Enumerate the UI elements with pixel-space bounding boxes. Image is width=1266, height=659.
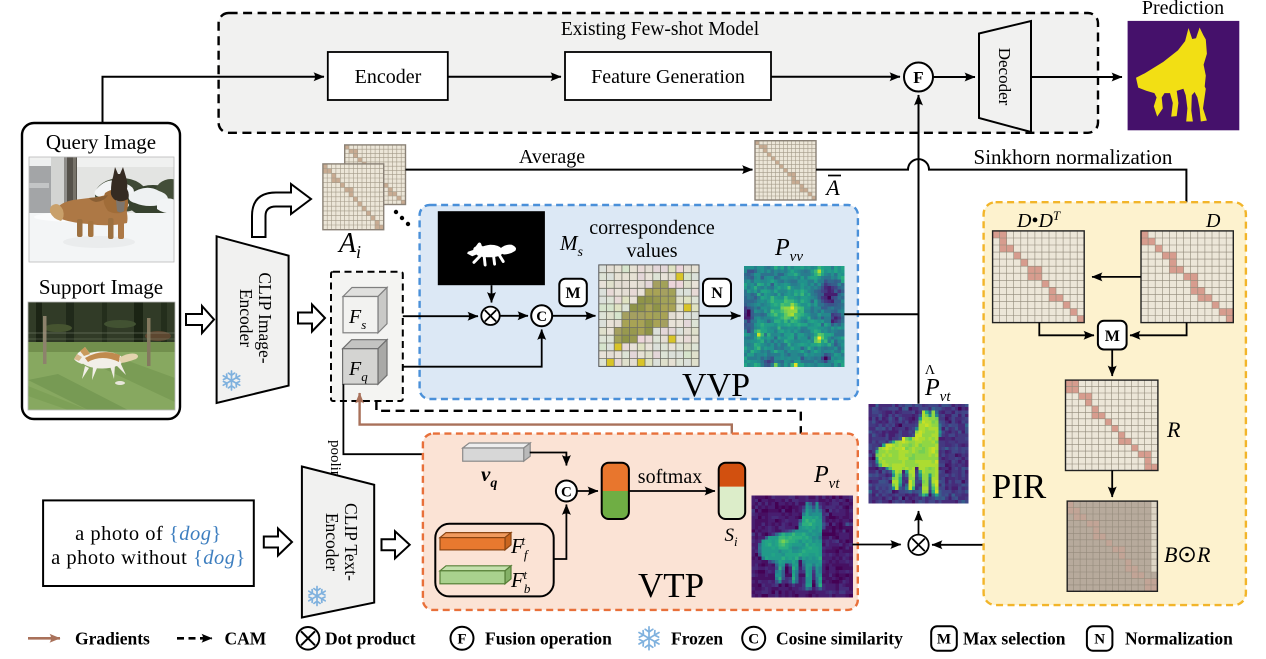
svg-text:R: R bbox=[1166, 417, 1181, 442]
svg-text:a photo of {dog}: a photo of {dog} bbox=[75, 523, 222, 545]
svg-text:CLIP Image-: CLIP Image- bbox=[255, 272, 275, 363]
svg-text:PIR: PIR bbox=[992, 467, 1047, 506]
svg-text:CAM: CAM bbox=[225, 629, 267, 649]
svg-text:Dot product: Dot product bbox=[325, 629, 416, 649]
svg-text:C: C bbox=[561, 484, 572, 500]
svg-text:Pvt: Pvt bbox=[924, 375, 951, 405]
svg-text:Λ: Λ bbox=[925, 363, 936, 378]
svg-text:M: M bbox=[1105, 328, 1120, 345]
svg-text:VVP: VVP bbox=[682, 367, 750, 404]
svg-text:N: N bbox=[711, 285, 723, 302]
svg-text:Normalization: Normalization bbox=[1125, 629, 1233, 649]
svg-text:Sinkhorn normalization: Sinkhorn normalization bbox=[974, 145, 1173, 169]
svg-text:A: A bbox=[824, 175, 840, 200]
svg-text:M: M bbox=[565, 285, 580, 302]
svg-text:VTP: VTP bbox=[638, 566, 704, 605]
svg-text:C: C bbox=[536, 309, 547, 325]
svg-text:a photo without {dog}: a photo without {dog} bbox=[51, 547, 246, 569]
svg-text:Cosine similarity: Cosine similarity bbox=[776, 629, 903, 649]
svg-text:softmax: softmax bbox=[638, 466, 702, 488]
svg-text:Average: Average bbox=[519, 146, 585, 168]
svg-text:Query Image: Query Image bbox=[46, 130, 156, 154]
svg-text:Fbt: Fbt bbox=[510, 567, 531, 596]
svg-text:F: F bbox=[457, 632, 466, 648]
svg-text:Decoder: Decoder bbox=[995, 48, 1014, 106]
svg-text:Support Image: Support Image bbox=[39, 275, 163, 299]
svg-text:Existing Few-shot Model: Existing Few-shot Model bbox=[561, 19, 760, 40]
svg-text:Fusion operation: Fusion operation bbox=[485, 629, 612, 649]
svg-text:Prediction: Prediction bbox=[1142, 0, 1224, 19]
svg-text:B: B bbox=[1164, 542, 1177, 567]
svg-text:Max selection: Max selection bbox=[963, 629, 1066, 649]
svg-text:C: C bbox=[748, 632, 759, 648]
svg-text:D: D bbox=[1205, 210, 1221, 232]
svg-text:R: R bbox=[1196, 542, 1211, 567]
svg-text:N: N bbox=[1094, 632, 1105, 648]
svg-text:Encoder: Encoder bbox=[355, 66, 422, 88]
svg-text:values: values bbox=[626, 240, 677, 262]
svg-text:M: M bbox=[937, 632, 951, 648]
svg-text:CLIP Text-: CLIP Text- bbox=[341, 503, 361, 581]
svg-text:Encoder: Encoder bbox=[322, 513, 342, 571]
svg-text:Encoder: Encoder bbox=[236, 289, 256, 347]
svg-text:Gradients: Gradients bbox=[75, 629, 150, 649]
svg-text:Fft: Fft bbox=[510, 533, 530, 562]
svg-text:F: F bbox=[913, 68, 923, 87]
svg-text:Frozen: Frozen bbox=[671, 629, 723, 649]
svg-text:correspondence: correspondence bbox=[589, 217, 715, 239]
svg-text:Feature Generation: Feature Generation bbox=[591, 66, 745, 88]
